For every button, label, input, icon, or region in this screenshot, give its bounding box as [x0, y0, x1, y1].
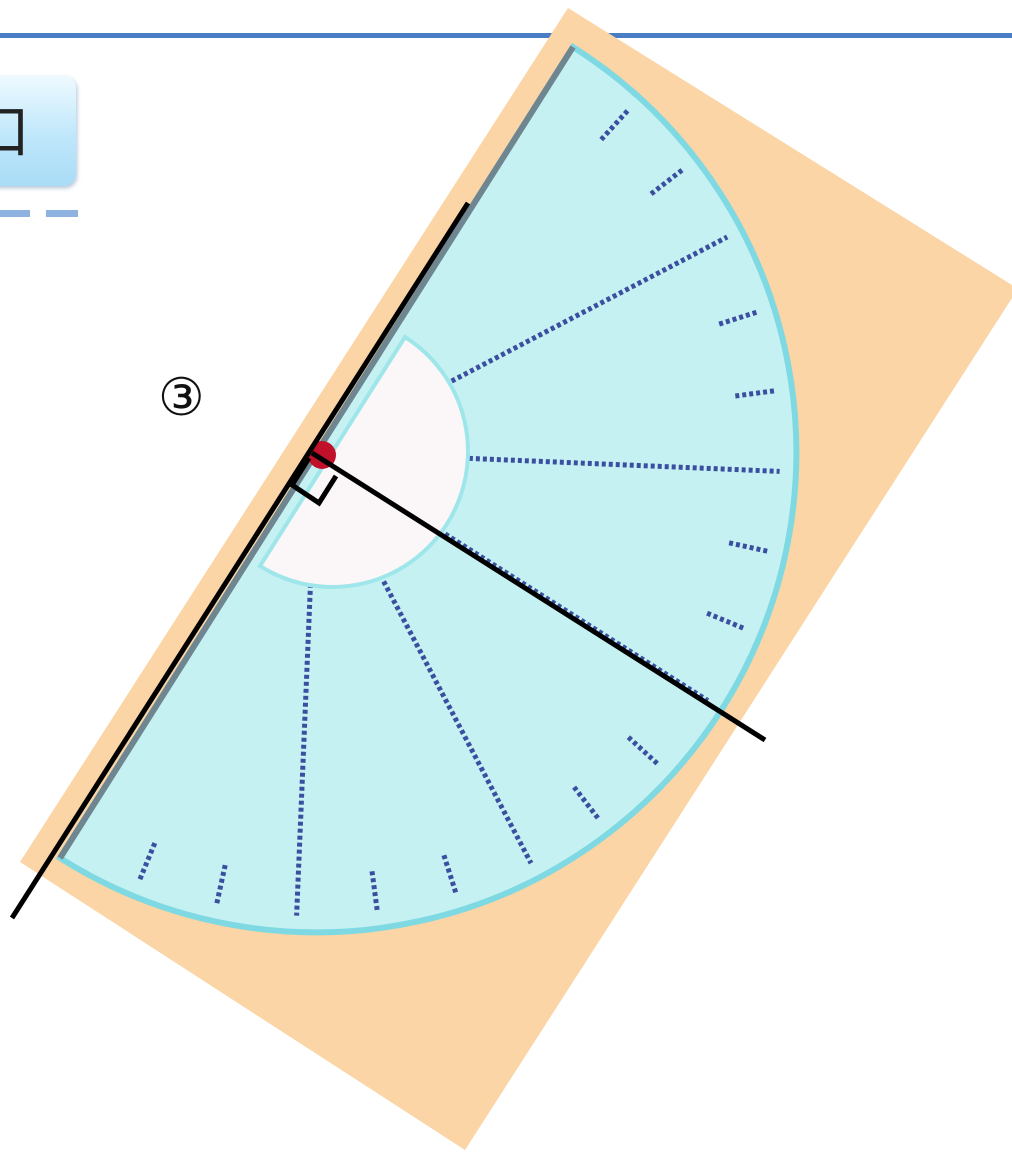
dash-segment: [0, 210, 30, 217]
protractor-ticks: [136, 107, 780, 916]
title-rule: [0, 33, 1012, 38]
step-marker: ③: [158, 368, 205, 428]
protractor-major-tick: [420, 516, 710, 703]
protractor-major-tick: [294, 576, 314, 916]
protractor-major-tick: [425, 234, 729, 397]
protractor-major-tick: [440, 454, 780, 474]
section-tab-label: 口: [0, 98, 31, 166]
dash-segment: [46, 210, 78, 217]
protractor-major-tick: [371, 561, 534, 865]
protractor-center-hole: [257, 334, 471, 590]
right-angle-mark: [288, 456, 339, 507]
line-along-edge: [9, 201, 471, 920]
perpendicular-line: [310, 450, 767, 743]
section-tab: [0, 76, 76, 186]
